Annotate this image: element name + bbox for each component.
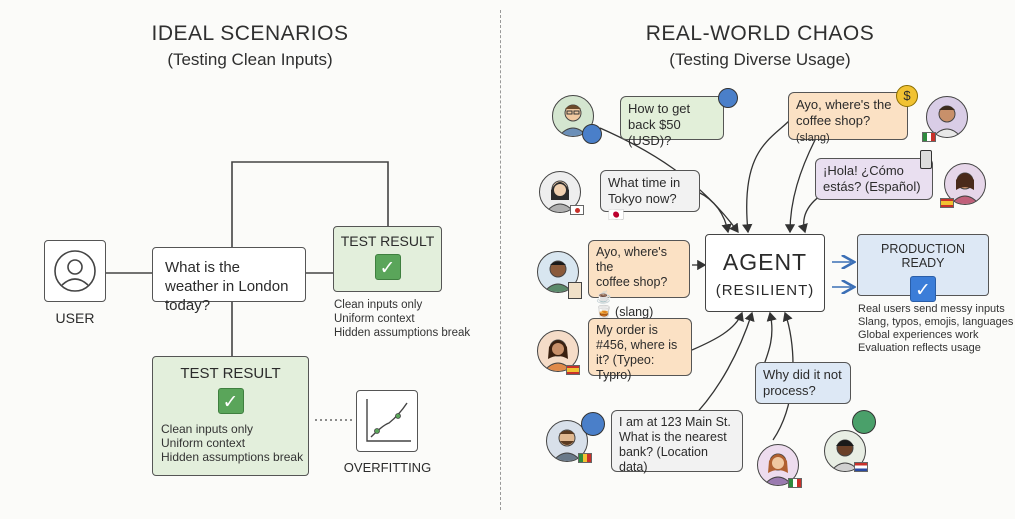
globe-icon xyxy=(582,124,602,144)
avatar xyxy=(539,171,581,213)
test-result-bottom-title: TEST RESULT xyxy=(180,365,281,382)
test-result-bottom: TEST RESULT ✓ Clean inputs only Uniform … xyxy=(152,356,309,476)
user-icon xyxy=(54,250,96,292)
right-subtitle: (Testing Diverse Usage) xyxy=(669,50,851,69)
flag-japan-icon xyxy=(570,205,584,215)
note: Hidden assumptions break xyxy=(161,450,304,464)
flag-netherlands-icon xyxy=(854,462,868,472)
agent-box: AGENT (RESILIENT) xyxy=(705,234,825,312)
test-result-top-notes: Clean inputs only Uniform context Hidden… xyxy=(334,298,470,340)
avatar xyxy=(537,330,579,372)
note: Real users send messy inputs xyxy=(858,303,1005,315)
note: Uniform context xyxy=(161,436,246,450)
coffee-cup-icon xyxy=(568,282,582,299)
phone-icon xyxy=(920,150,932,169)
overfitting-label: OVERFITTING xyxy=(343,460,432,475)
flag-icon xyxy=(578,453,592,463)
bubble-slang-top: Ayo, where's the coffee shop? (slang) xyxy=(788,92,908,144)
overfitting-graph xyxy=(356,390,418,452)
flag-mexico-icon xyxy=(922,132,936,142)
globe-icon xyxy=(581,412,605,436)
production-ready-box: PRODUCTION READY ✓ xyxy=(857,234,989,302)
bubble-line: 🥃 (slang) xyxy=(596,305,654,319)
right-title: REAL-WORLD CHAOS xyxy=(645,22,875,45)
avatar xyxy=(757,444,799,486)
dollar-icon: $ xyxy=(896,85,918,107)
check-icon: ✓ xyxy=(374,254,401,280)
note: Uniform context xyxy=(334,313,415,325)
bubble-tokyo: What time in Tokyo now? 🇯🇵 xyxy=(600,170,700,222)
flag-spain-icon xyxy=(566,365,580,375)
test-result-bottom-notes: Clean inputs only Uniform context Hidden… xyxy=(161,422,308,464)
flag-spain-icon xyxy=(940,198,954,208)
note: Clean inputs only xyxy=(334,299,423,311)
bubble-order: My order is #456, where is it? (Typeo: T… xyxy=(588,318,692,382)
flag-italy-icon xyxy=(788,478,802,488)
left-title: IDEAL SCENARIOS xyxy=(151,22,349,45)
bubble-line: coffee shop? (slang) xyxy=(796,113,871,144)
globe-icon xyxy=(852,410,876,434)
note: Hidden assumptions break xyxy=(334,327,471,339)
question-box: What is the weather in London today? xyxy=(152,247,306,314)
agent-title: AGENT xyxy=(722,249,808,275)
bubble-line: Ayo, where's the xyxy=(596,245,667,274)
bubble-slang-left: Ayo, where's the coffee shop? ☕ 🥃 (slang… xyxy=(588,240,690,319)
section-divider xyxy=(500,10,501,510)
note: Evaluation reflects usage xyxy=(858,342,981,354)
user-avatar-box xyxy=(44,240,106,302)
note: Clean inputs only xyxy=(161,422,254,436)
globe-icon xyxy=(718,88,738,108)
agent-subtitle: (RESILIENT) xyxy=(715,282,815,299)
bubble-why: Why did it not process? xyxy=(755,362,851,404)
production-notes: Real users send messy inputs Slang, typo… xyxy=(858,303,1013,355)
test-result-top-title: TEST RESULT xyxy=(340,233,435,249)
note: Slang, typos, emojis, languages xyxy=(858,316,1014,328)
bubble-dollar: How to get back $50 (USD)? xyxy=(620,96,724,148)
check-icon: ✓ xyxy=(217,388,244,414)
note: Global experiences work xyxy=(858,329,979,341)
user-label: USER xyxy=(55,310,95,326)
avatar xyxy=(926,96,968,138)
bubble-hola: ¡Hola! ¿Cómo estás? (Español) xyxy=(815,158,933,200)
test-result-top: TEST RESULT ✓ xyxy=(333,226,442,292)
left-subtitle: (Testing Clean Inputs) xyxy=(167,50,333,69)
overfitting-curve-icon xyxy=(366,399,411,442)
bubble-line: coffee shop? ☕ xyxy=(596,275,668,304)
check-icon: ✓ xyxy=(910,276,936,302)
bubble-line: Ayo, where's the xyxy=(796,97,892,112)
bubble-location: I am at 123 Main St. What is the nearest… xyxy=(611,410,743,474)
production-title: PRODUCTION READY xyxy=(880,242,966,270)
